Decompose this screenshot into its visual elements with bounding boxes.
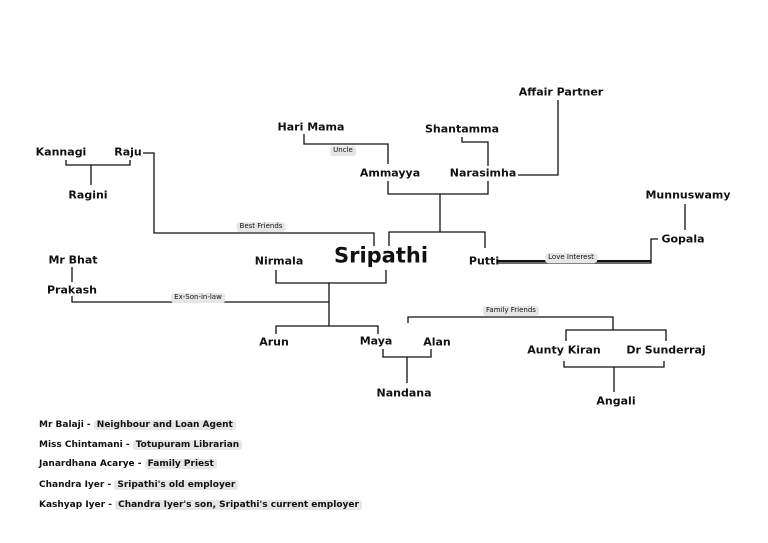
- relation-uncle: Uncle: [330, 146, 356, 156]
- node-putti: Putti: [468, 254, 500, 268]
- connector-maya-alan: [382, 349, 432, 358]
- legend-name: Kashyap Iyer -: [39, 500, 116, 510]
- legend-item: Kashyap Iyer - Chandra Iyer's son, Sripa…: [39, 500, 362, 511]
- connector-kannagi-raju: [65, 160, 131, 166]
- legend-name: Janardhana Acarye -: [39, 459, 145, 469]
- connector-shantamma-narasimha: [461, 137, 489, 166]
- connector-kiran-sunderraj: [565, 329, 667, 341]
- legend-name: Chandra Iyer -: [39, 480, 115, 490]
- node-alan: Alan: [423, 335, 451, 349]
- node-dr-sunderraj: Dr Sunderraj: [626, 343, 706, 357]
- node-narasimha: Narasimha: [449, 166, 517, 180]
- connector-raju-sripathi: [143, 152, 375, 246]
- legend-item: Chandra Iyer - Sripathi's old employer: [39, 480, 239, 491]
- connector-prakash-ex: [71, 296, 329, 303]
- node-angali: Angali: [596, 394, 636, 408]
- node-kannagi: Kannagi: [35, 145, 87, 159]
- connector-kiran-sunderraj-bottom: [563, 361, 665, 368]
- connector-nirmala-sripathi: [275, 270, 387, 284]
- legend-role: Totupuram Librarian: [132, 440, 243, 450]
- node-maya: Maya: [359, 334, 393, 348]
- relation-family-friends: Family Friends: [483, 306, 539, 316]
- legend-name: Mr Balaji -: [39, 420, 94, 430]
- node-arun: Arun: [259, 335, 289, 349]
- node-munnuswamy: Munnuswamy: [645, 188, 731, 202]
- relation-ex-son-in-law: Ex-Son-in-law: [171, 293, 225, 303]
- legend-name: Miss Chintamani -: [39, 440, 133, 450]
- node-ragini: Ragini: [68, 188, 108, 202]
- relation-best-friends: Best Friends: [236, 222, 286, 232]
- legend-role: Chandra Iyer's son, Sripathi's current e…: [115, 500, 362, 510]
- node-ammayya: Ammayya: [359, 166, 421, 180]
- legend-role: Family Priest: [144, 459, 217, 469]
- node-affair-partner: Affair Partner: [518, 85, 604, 99]
- legend-role: Neighbour and Loan Agent: [93, 420, 236, 430]
- legend-item: Janardhana Acarye - Family Priest: [39, 459, 217, 470]
- legend-item: Mr Balaji - Neighbour and Loan Agent: [39, 420, 236, 431]
- legend-role: Sripathi's old employer: [114, 480, 239, 490]
- connector-family-friends: [407, 316, 614, 330]
- connector-children: [388, 231, 486, 248]
- connector-arun-maya: [275, 325, 379, 334]
- node-sripathi: Sripathi: [333, 243, 429, 268]
- relation-love-interest: Love Interest: [545, 253, 597, 263]
- node-nirmala: Nirmala: [254, 254, 304, 268]
- node-aunty-kiran: Aunty Kiran: [527, 343, 601, 357]
- node-hari-mama: Hari Mama: [277, 120, 345, 134]
- node-mr-bhat: Mr Bhat: [48, 253, 98, 267]
- node-raju: Raju: [114, 145, 142, 159]
- connector-parents: [387, 181, 489, 195]
- node-prakash: Prakash: [46, 283, 98, 297]
- node-shantamma: Shantamma: [424, 122, 500, 136]
- node-nandana: Nandana: [376, 386, 432, 400]
- node-gopala: Gopala: [661, 232, 705, 246]
- connector-putti-gopala: [498, 238, 658, 264]
- connector-affair-narasimha: [518, 100, 559, 176]
- legend-item: Miss Chintamani - Totupuram Librarian: [39, 440, 243, 451]
- connector-harimama-ammayya: [303, 134, 389, 164]
